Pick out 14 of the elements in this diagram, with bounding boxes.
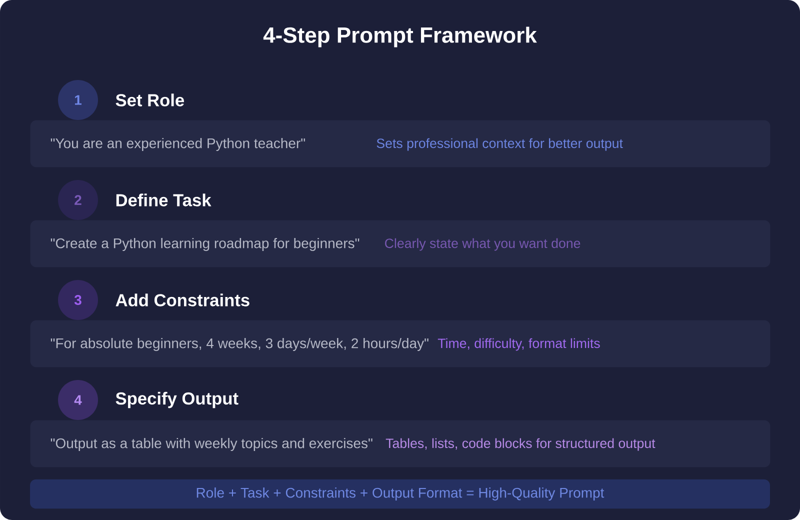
prompt-text: "Output as a table with weekly topics and exercises" — [50, 438, 372, 452]
step-title: Specify Output — [116, 392, 238, 408]
hint-text: Tables, lists, code blocks for structured output — [386, 438, 656, 451]
prompt-text: "Create a Python learning roadmap for beginners" — [50, 238, 360, 252]
step-title: Define Task — [116, 194, 212, 206]
title: 4-Step Prompt Framework — [263, 26, 537, 48]
step-title: Set Role — [116, 94, 184, 106]
prompt-text: "You are an experienced Python teacher" — [50, 138, 305, 152]
step-title: Add Constraints — [116, 294, 250, 306]
hint-text: Time, difficulty, format limits — [438, 338, 600, 351]
formula-banner: Role + Task + Constraints + Output Format = High-Quality Prompt — [30, 479, 770, 509]
hint-text: Clearly state what you want done — [385, 238, 580, 251]
hint-text: Sets professional context for better output — [376, 138, 623, 151]
prompt-text: "For absolute beginners, 4 weeks, 3 days/week, 2 hours/day" — [50, 338, 428, 352]
